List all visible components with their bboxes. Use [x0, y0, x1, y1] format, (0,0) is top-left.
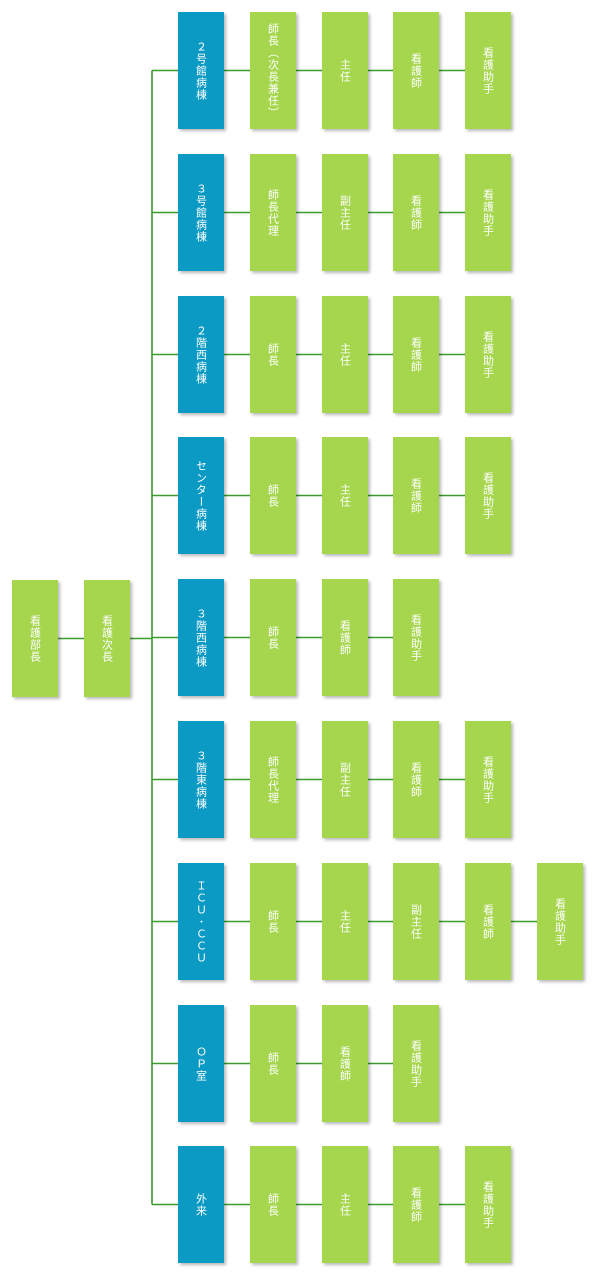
role-box: 師長	[250, 863, 296, 980]
ward-box: 外来	[178, 1146, 224, 1263]
role-box: 副主任	[322, 154, 368, 271]
role-box: 看護師	[393, 1146, 439, 1263]
ward-box: ＯＰ室	[178, 1005, 224, 1122]
role-label: 看護師	[481, 903, 495, 940]
role-box: 看護助手	[537, 863, 583, 980]
role-label: 看護助手	[481, 755, 495, 804]
role-box: 看護助手	[465, 721, 511, 838]
role-box: 看護助手	[465, 12, 511, 129]
role-label: 看護師	[409, 336, 423, 373]
role-box: 師長	[250, 579, 296, 696]
ward-label: ３階東病棟	[194, 749, 208, 810]
ward-label: ２階西病棟	[194, 324, 208, 385]
role-label: 師長代理	[266, 188, 280, 237]
role-label: 師長	[266, 1192, 280, 1217]
role-label: 主任	[338, 909, 352, 934]
role-label: 看護師	[409, 477, 423, 514]
deputy-director-box: 看護次長	[84, 580, 130, 697]
role-box: 看護師	[393, 12, 439, 129]
role-box: 師長代理	[250, 154, 296, 271]
role-label: 師長	[266, 909, 280, 934]
role-box: 看護師	[393, 437, 439, 554]
role-label: 看護助手	[409, 613, 423, 662]
role-label: 看護師	[409, 1186, 423, 1223]
role-label: 看護師	[409, 52, 423, 89]
role-box: 看護助手	[465, 296, 511, 413]
role-label: 看護師	[409, 194, 423, 231]
ward-label: ３階西病棟	[194, 607, 208, 668]
role-box: 看護師	[322, 579, 368, 696]
ward-box: センター病棟	[178, 437, 224, 554]
role-box: 看護助手	[465, 154, 511, 271]
role-box: 副主任	[393, 863, 439, 980]
role-box: 主任	[322, 863, 368, 980]
role-label: 看護助手	[481, 46, 495, 95]
role-label: 看護師	[338, 1045, 352, 1082]
ward-box: ３階東病棟	[178, 721, 224, 838]
role-box: 主任	[322, 296, 368, 413]
role-box: 看護助手	[465, 1146, 511, 1263]
role-box: 主任	[322, 1146, 368, 1263]
role-box: 看護師	[393, 154, 439, 271]
ward-label: ２号館病棟	[194, 40, 208, 101]
role-box: 看護師	[465, 863, 511, 980]
role-label: 師長	[266, 342, 280, 367]
role-label: 看護助手	[481, 1180, 495, 1229]
role-box: 主任	[322, 437, 368, 554]
role-box: 主任	[322, 12, 368, 129]
ward-label: センター病棟	[194, 459, 208, 532]
ward-box: ＩＣＵ･ＣＣＵ	[178, 863, 224, 980]
role-box: 師長代理	[250, 721, 296, 838]
role-label: 看護助手	[481, 471, 495, 520]
role-box: 師長	[250, 296, 296, 413]
ward-box: ３階西病棟	[178, 579, 224, 696]
ward-box: ２号館病棟	[178, 12, 224, 129]
director-label: 看護部長	[28, 614, 42, 663]
role-label: 主任	[338, 342, 352, 367]
role-label: 師長	[266, 625, 280, 650]
role-box: 看護助手	[393, 1005, 439, 1122]
role-label: 主任	[338, 58, 352, 83]
role-label: 師長	[266, 1051, 280, 1076]
role-box: 看護師	[322, 1005, 368, 1122]
role-label: 副主任	[409, 903, 423, 940]
director-box: 看護部長	[12, 580, 58, 697]
role-label: 看護助手	[481, 330, 495, 379]
role-label: 看護師	[338, 619, 352, 656]
role-box: 師長（次長兼任）	[250, 12, 296, 129]
role-box: 副主任	[322, 721, 368, 838]
role-box: 師長	[250, 1146, 296, 1263]
role-label: 看護助手	[553, 897, 567, 946]
role-label: 師長	[266, 483, 280, 508]
ward-label: ＯＰ室	[194, 1045, 208, 1082]
ward-label: ＩＣＵ･ＣＣＵ	[194, 879, 208, 964]
role-box: 看護師	[393, 296, 439, 413]
deputy-director-label: 看護次長	[100, 614, 114, 663]
role-label: 師長（次長兼任）	[266, 22, 280, 119]
ward-box: ３号館病棟	[178, 154, 224, 271]
role-label: 副主任	[338, 761, 352, 798]
role-box: 看護助手	[393, 579, 439, 696]
role-box: 看護助手	[465, 437, 511, 554]
role-box: 看護師	[393, 721, 439, 838]
role-label: 主任	[338, 1192, 352, 1217]
role-box: 師長	[250, 1005, 296, 1122]
ward-box: ２階西病棟	[178, 296, 224, 413]
role-box: 師長	[250, 437, 296, 554]
ward-label: ３号館病棟	[194, 182, 208, 243]
role-label: 看護助手	[409, 1039, 423, 1088]
role-label: 看護師	[409, 761, 423, 798]
role-label: 副主任	[338, 194, 352, 231]
role-label: 主任	[338, 483, 352, 508]
role-label: 看護助手	[481, 188, 495, 237]
ward-label: 外来	[194, 1192, 208, 1217]
role-label: 師長代理	[266, 755, 280, 804]
